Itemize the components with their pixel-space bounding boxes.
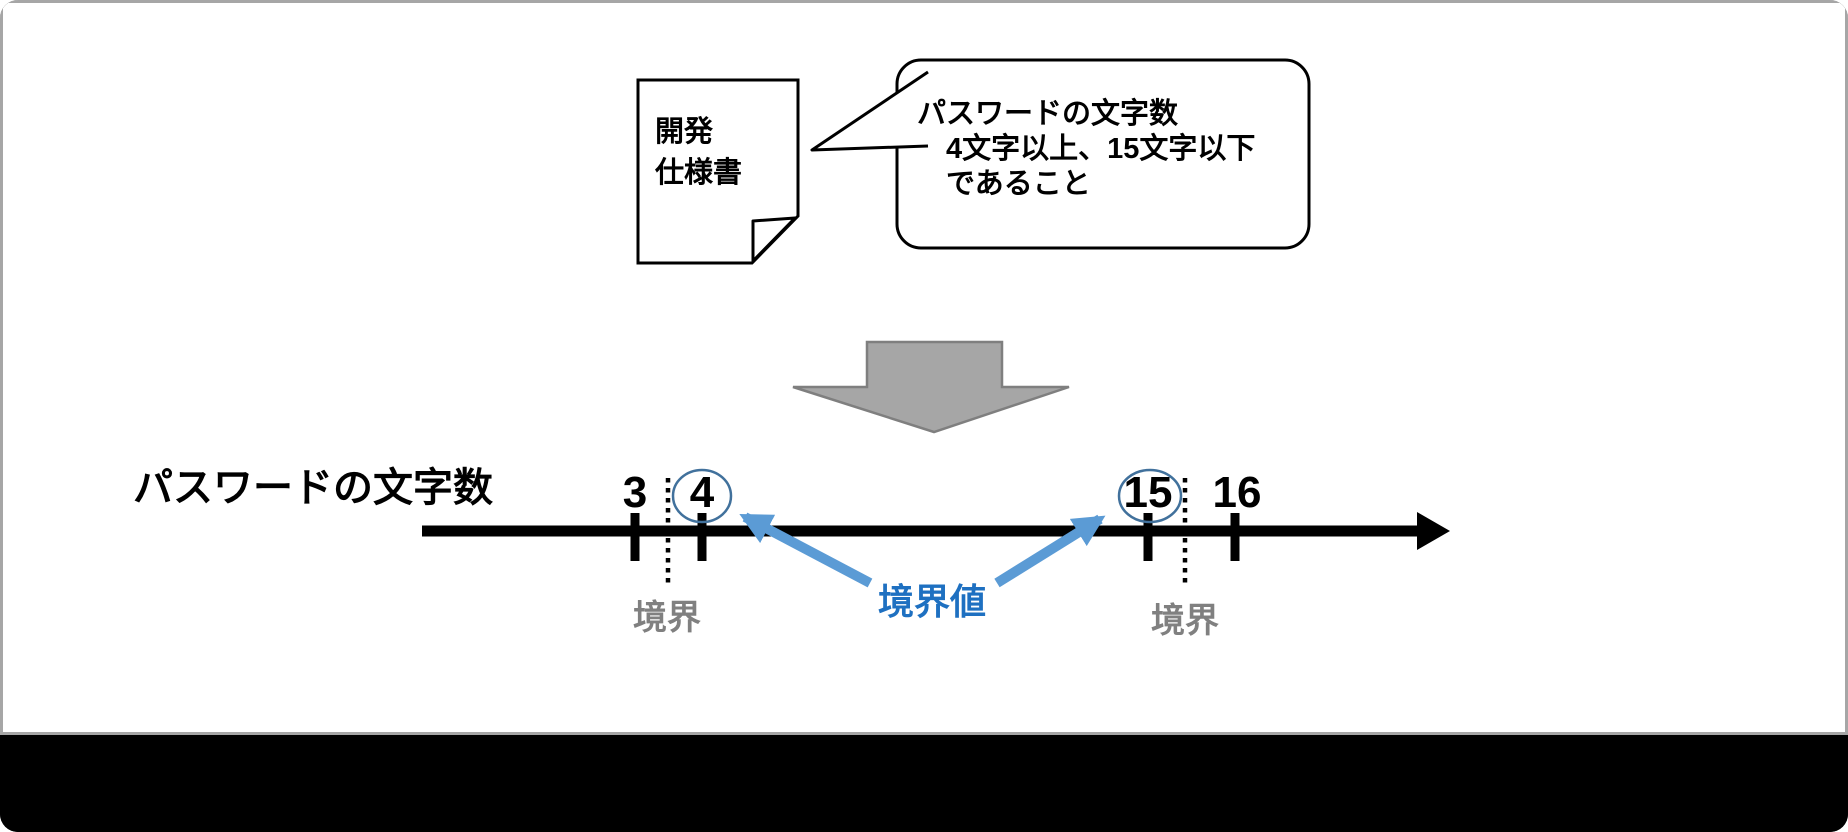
- document-title: 開発 仕様書: [655, 116, 743, 189]
- boundary-label-right: 境界: [1151, 602, 1219, 640]
- number-line-title: パスワードの文字数: [133, 466, 493, 510]
- circle-around-15: [1117, 468, 1183, 524]
- tick-label-16: 16: [1212, 468, 1262, 517]
- speech-bubble-tail: [810, 70, 929, 152]
- down-arrow-icon: [792, 340, 1070, 434]
- boundary-value-arrow-right-icon: [994, 514, 1106, 588]
- tick-label-15: 15: [1123, 468, 1173, 517]
- boundary-value-label: 境界値: [877, 581, 986, 622]
- circle-around-4: [671, 468, 733, 524]
- diagram-shapes-layer: [422, 58, 1450, 588]
- tick-label-3: 3: [622, 468, 648, 517]
- boundary-value-arrow-left-icon: [739, 512, 873, 588]
- boundary-label-left: 境界: [633, 599, 701, 637]
- speech-bubble-text: パスワードの文字数 4文字以上、15文字以下 であること: [917, 98, 1256, 200]
- speech-bubble: [895, 58, 1311, 250]
- number-line-arrowhead-icon: [1417, 512, 1450, 550]
- tick-label-4: 4: [689, 468, 715, 517]
- bottom-black-bar: [0, 735, 1848, 832]
- document-folded-corner-icon: [751, 216, 797, 263]
